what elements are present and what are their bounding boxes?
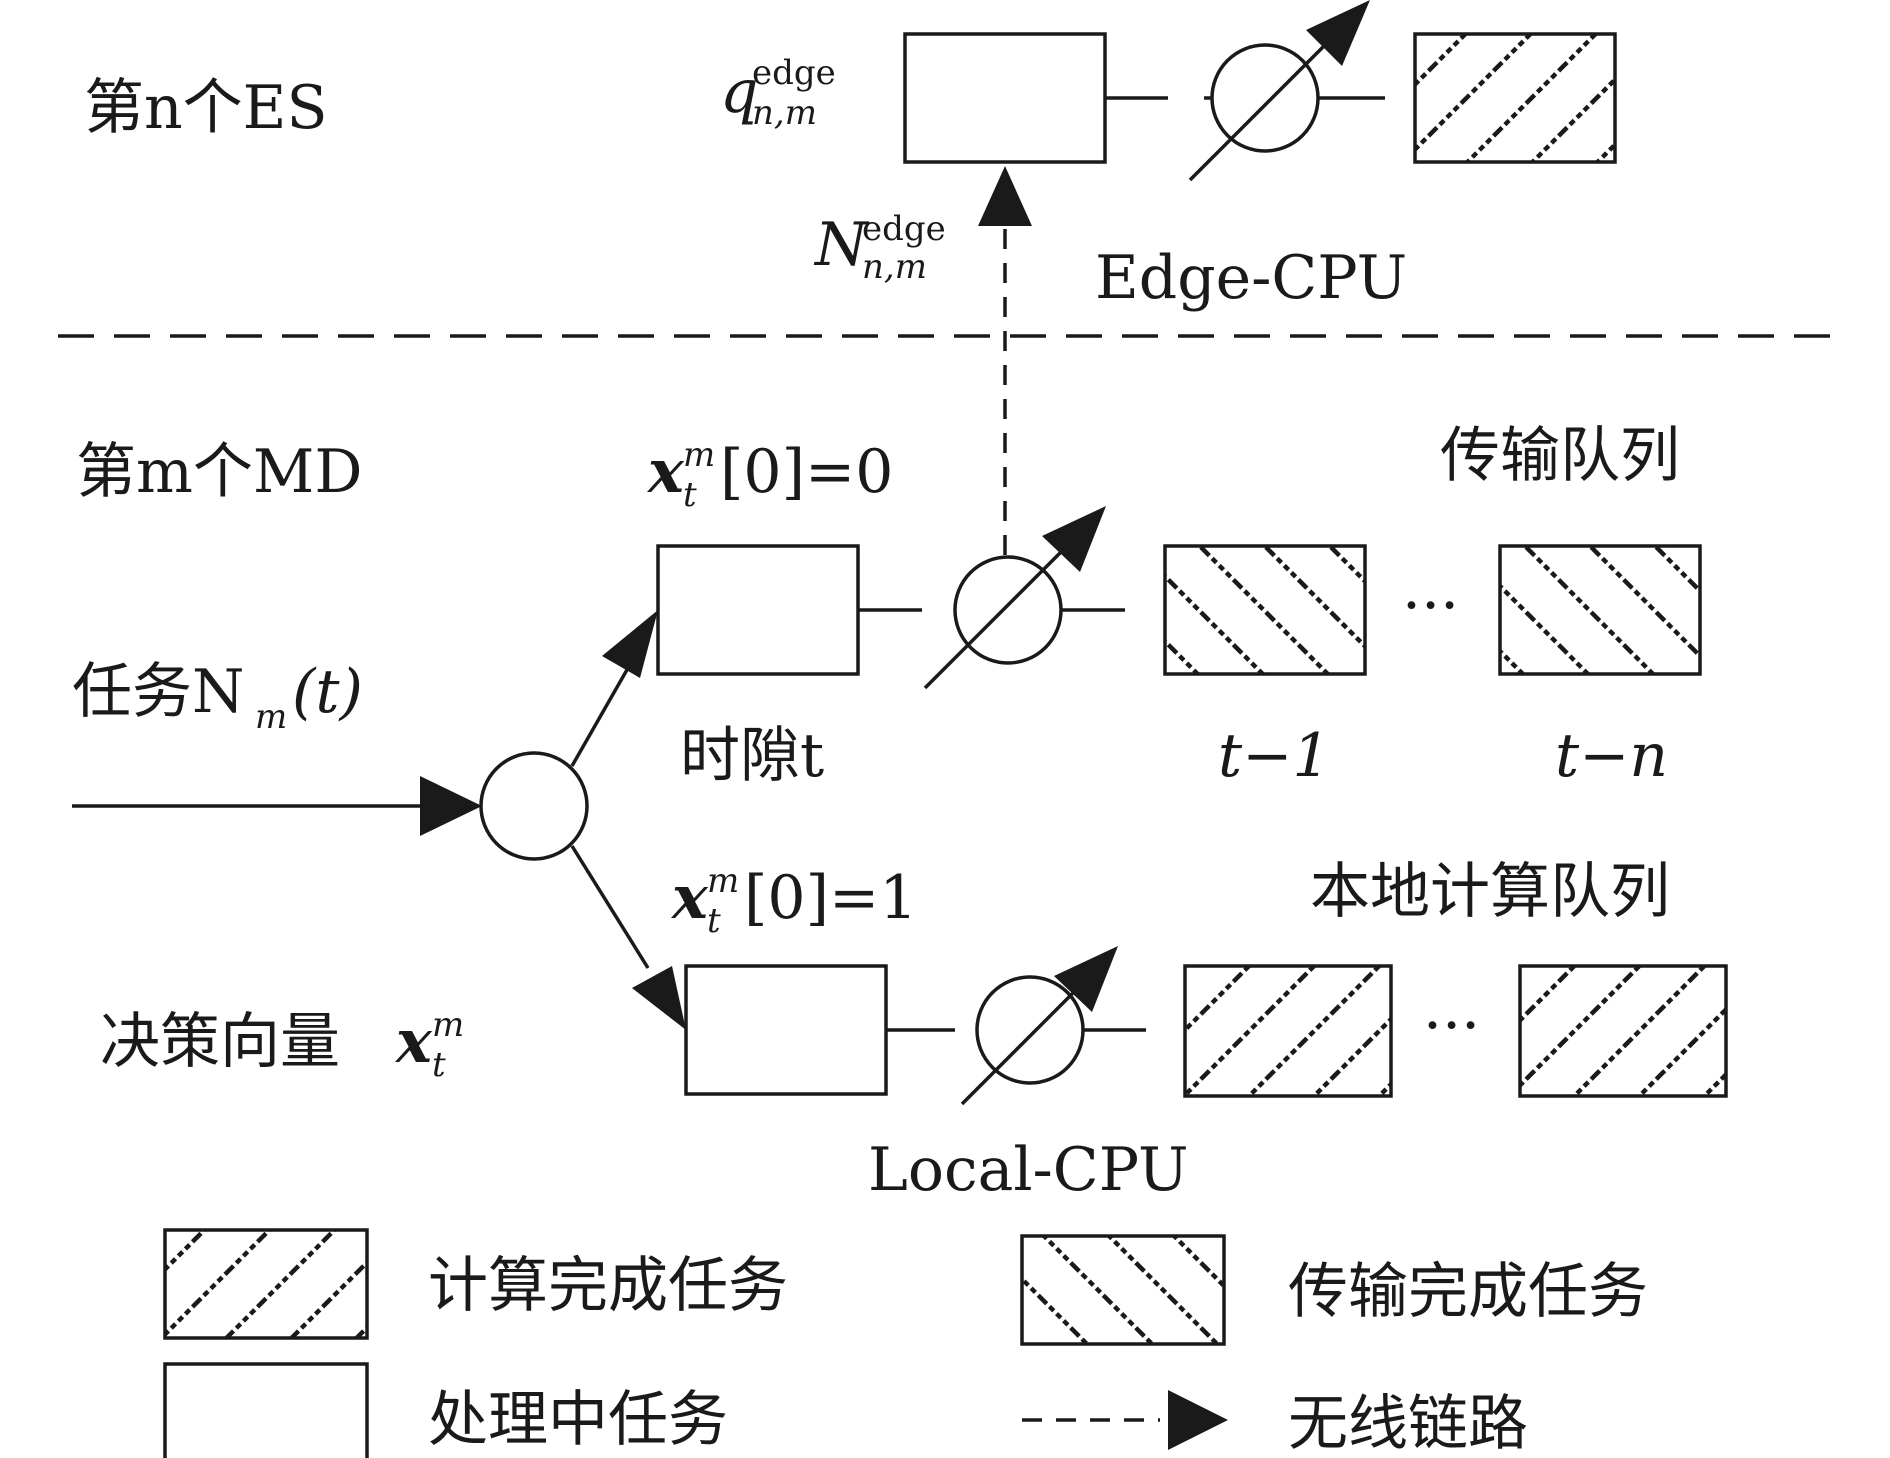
edge-cpu-arrow-icon	[1306, 0, 1370, 66]
wireless-link-label: N edge n,m	[813, 209, 946, 287]
edge-computed-task-box	[1413, 32, 1617, 164]
local-cpu	[975, 975, 1085, 1085]
local-queue-title: 本地计算队列	[1310, 857, 1670, 927]
legend-wireless-label: 无线链路	[1288, 1389, 1528, 1458]
svg-text:x: x	[646, 437, 685, 507]
legend: 计算完成任务 传输完成任务 处理中任务 无线链路	[163, 1228, 1648, 1458]
svg-text:m: m	[432, 1005, 464, 1045]
legend-computed-label: 计算完成任务	[428, 1251, 788, 1321]
task-arrival-label: 任务N m (t)	[72, 657, 363, 737]
t-minus-n-label: t−n	[1555, 721, 1668, 791]
svg-text:q: q	[720, 57, 758, 127]
svg-text:任务N: 任务N	[72, 657, 245, 727]
local-cpu-label: Local-CPU	[868, 1135, 1189, 1205]
offload-decision-label: x m t [0]=0	[646, 435, 893, 515]
transmitted-task-box-t-minus-1	[1163, 544, 1367, 676]
legend-transmitted-swatch	[1020, 1234, 1226, 1346]
decision-node	[479, 751, 589, 861]
svg-text:t: t	[432, 1045, 446, 1085]
legend-processing-swatch	[163, 1362, 369, 1458]
edge-cpu-label: Edge-CPU	[1095, 243, 1407, 313]
svg-text:n,m: n,m	[862, 247, 927, 287]
svg-text:m: m	[683, 435, 715, 475]
local-branch-arrow-icon	[632, 966, 686, 1030]
svg-text:[0]=1: [0]=1	[744, 863, 917, 933]
time-slot-label: 时隙t	[680, 721, 824, 791]
transmitted-task-box-t-minus-n	[1498, 544, 1702, 676]
computed-task-box-1	[1183, 964, 1393, 1098]
wireless-uplink-arrow-icon	[978, 166, 1032, 226]
local-queue-ellipsis: ···	[1423, 991, 1480, 1061]
transmitter	[953, 555, 1063, 665]
svg-text:edge: edge	[862, 209, 946, 249]
offload-processing-task-box	[656, 544, 860, 676]
md-section-label: 第m个MD	[76, 437, 362, 507]
transmission-queue-ellipsis: ···	[1402, 571, 1459, 641]
transmitter-arrow-icon	[1042, 506, 1106, 572]
local-decision-label: x m t [0]=1	[670, 861, 917, 941]
svg-text:(t): (t)	[292, 657, 363, 727]
svg-text:m: m	[255, 697, 287, 737]
legend-processing-label: 处理中任务	[428, 1385, 728, 1455]
svg-text:x: x	[394, 1007, 433, 1077]
svg-text:t: t	[683, 475, 697, 515]
local-processing-task-box	[684, 964, 888, 1096]
computed-task-box-n	[1518, 964, 1728, 1098]
edge-cpu-server	[1210, 43, 1320, 153]
local-cpu-arrow-icon	[1054, 946, 1118, 1012]
svg-text:edge: edge	[752, 53, 836, 93]
edge-processing-task-box	[903, 32, 1107, 164]
decision-vector-label: 决策向量 x m t	[100, 1005, 464, 1085]
svg-text:t: t	[707, 901, 721, 941]
edge-queue-label: q edge n,m	[720, 53, 836, 133]
svg-text:[0]=0: [0]=0	[720, 437, 893, 507]
legend-transmitted-label: 传输完成任务	[1288, 1257, 1648, 1327]
es-section-label: 第n个ES	[84, 73, 328, 143]
transmission-queue-title: 传输队列	[1440, 421, 1680, 491]
legend-wireless-arrow-icon	[1168, 1390, 1228, 1450]
svg-text:决策向量: 决策向量	[100, 1007, 340, 1077]
offload-branch-arrow-icon	[602, 610, 658, 678]
legend-computed-swatch	[163, 1228, 369, 1340]
t-minus-1-label: t−1	[1218, 721, 1331, 791]
svg-text:N: N	[813, 210, 870, 280]
svg-text:x: x	[670, 863, 709, 933]
svg-text:m: m	[707, 861, 739, 901]
svg-text:n,m: n,m	[752, 93, 817, 133]
task-arrival-arrow-icon	[420, 776, 482, 836]
